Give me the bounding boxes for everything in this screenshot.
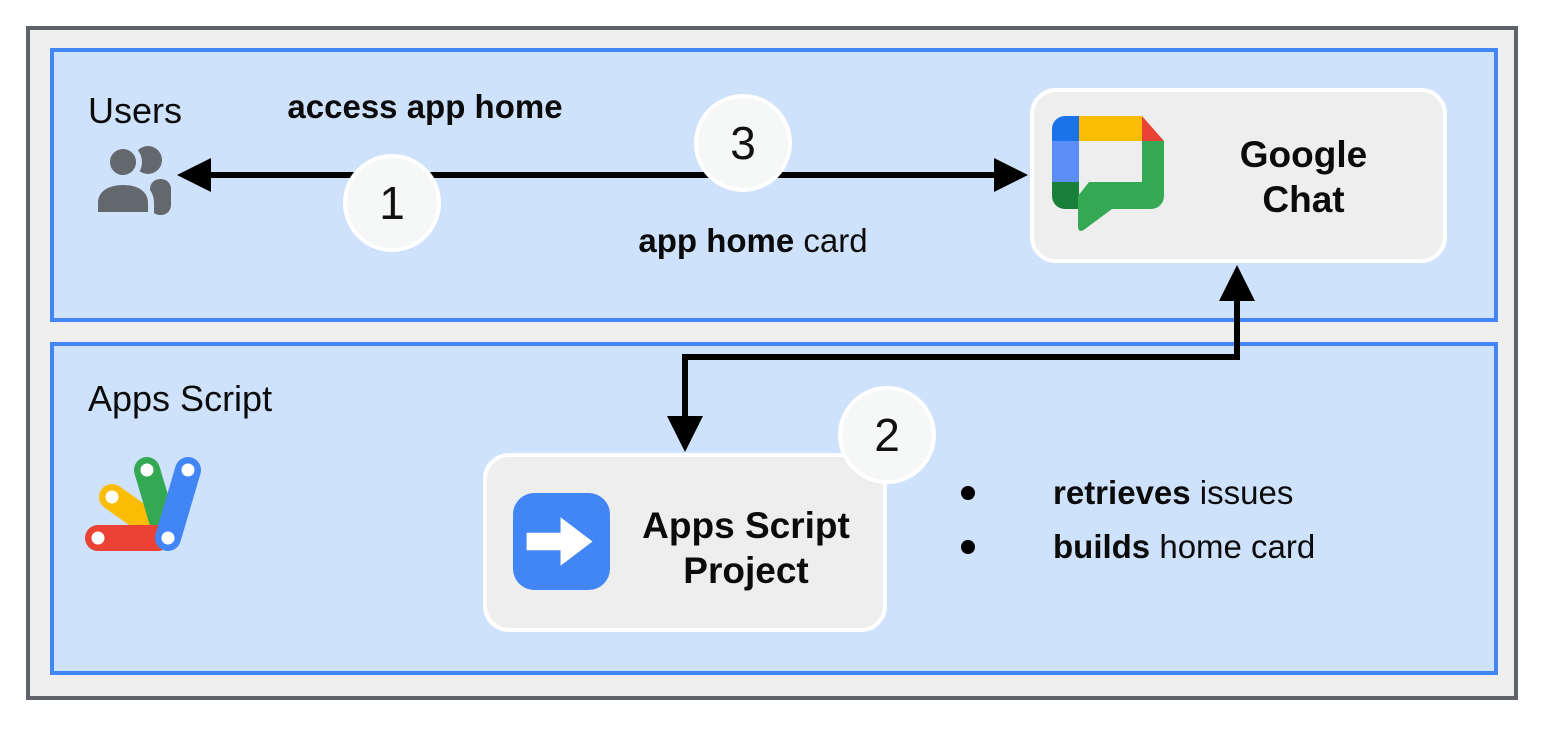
diagram-outer-frame: Users access app home app home card 1 [26, 26, 1518, 700]
apps-script-panel-label: Apps Script [88, 378, 273, 419]
arrow-right-icon [513, 493, 610, 590]
step-2-number: 2 [874, 409, 900, 461]
arrow-label-access-bold: access app home [287, 88, 563, 125]
step-circle-3: 3 [694, 94, 792, 192]
apps-script-project-node: Apps Script Project [483, 453, 887, 632]
step-2-bullet-list: retrieves issues builds home card [949, 466, 1315, 574]
arrow-label-access-app-home: access app home [260, 88, 590, 126]
step-3-number: 3 [730, 117, 756, 169]
bullet-dot [961, 540, 975, 554]
step-circle-2: 2 [838, 386, 936, 484]
google-chat-logo [1052, 116, 1164, 231]
apps-script-project-title-line2: Project [683, 550, 809, 591]
apps-script-project-title-line1: Apps Script [642, 505, 850, 546]
bullet-0-rest: issues [1190, 474, 1294, 511]
bullet-0-bold: retrieves [1053, 474, 1191, 511]
list-item: retrieves issues [949, 466, 1315, 520]
step-circle-1: 1 [343, 154, 441, 252]
google-chat-title-line1: Google [1239, 134, 1368, 175]
apps-script-panel: Apps Script Apps Script [50, 342, 1498, 675]
arrow-label-card-rest: card [794, 222, 868, 259]
bullet-text-builds: builds home card [1053, 528, 1315, 566]
google-chat-title: Google Chat [1174, 132, 1433, 222]
arrow-label-app-home-card: app home card [588, 222, 918, 260]
apps-script-logo [85, 457, 201, 551]
google-chat-title-line2: Chat [1262, 179, 1345, 220]
list-item: builds home card [949, 520, 1315, 574]
step-1-number: 1 [379, 177, 405, 229]
arrow-label-card-bold: app home [638, 222, 795, 259]
users-panel: Users access app home app home card 1 [50, 48, 1498, 322]
bullet-1-bold: builds [1053, 528, 1151, 565]
bullet-1-rest: home card [1150, 528, 1316, 565]
apps-script-project-title: Apps Script Project [617, 503, 875, 593]
bullet-dot [961, 486, 975, 500]
bullet-text-retrieves: retrieves issues [1053, 474, 1293, 512]
users-icon [93, 143, 171, 217]
users-panel-label: Users [88, 90, 183, 131]
google-chat-node: Google Chat [1030, 88, 1447, 263]
